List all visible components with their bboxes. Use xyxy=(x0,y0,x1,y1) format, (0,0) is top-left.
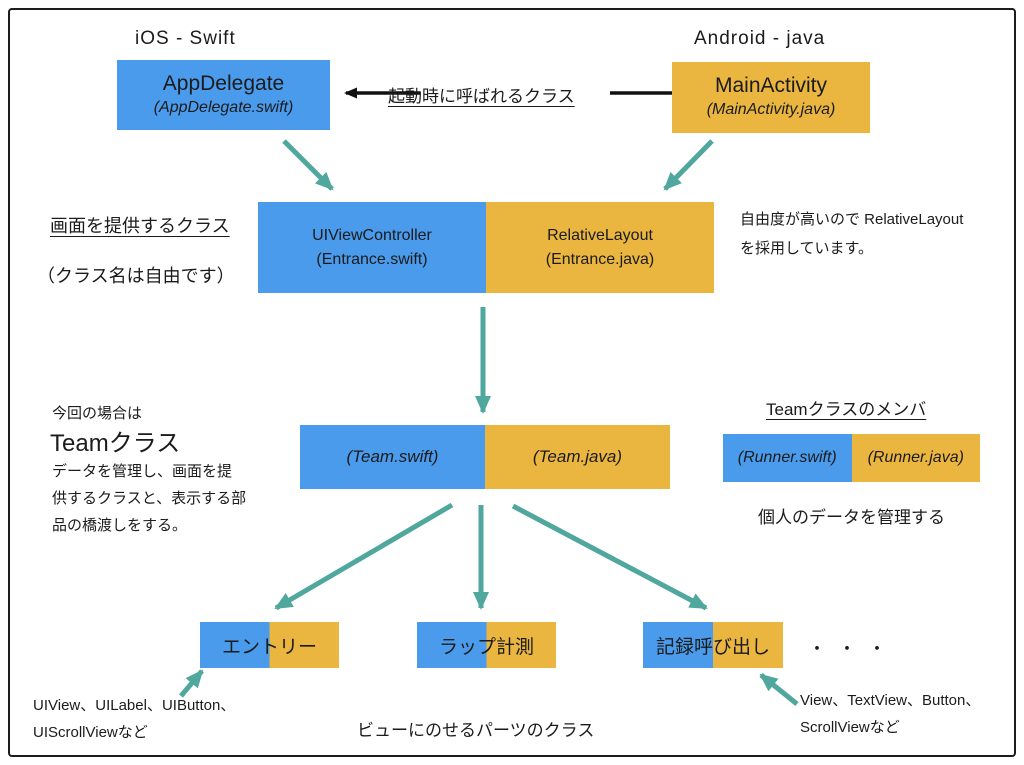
runner-box: (Runner.swift) (Runner.java) xyxy=(723,434,980,482)
relativelayout-file: (Entrance.java) xyxy=(545,250,655,268)
relativelayout-title: RelativeLayout xyxy=(547,226,653,244)
appdelegate-file: (AppDelegate.swift) xyxy=(153,98,294,116)
team-note-body-line2: 供するクラスと、表示する部 xyxy=(52,490,247,507)
team-java-file: (Team.java) xyxy=(532,447,623,466)
uiviewcontroller-half: UIViewController (Entrance.swift) xyxy=(258,202,486,293)
entry-box: エントリー xyxy=(200,622,339,668)
startup-note: 起動時に呼ばれるクラス xyxy=(388,87,575,106)
lap-label: ラップ計測 xyxy=(438,636,534,658)
record-label: 記録呼び出し xyxy=(655,636,770,658)
record-box: 記録呼び出し xyxy=(643,622,783,668)
runner-java-half: (Runner.java) xyxy=(851,434,980,482)
screen-class-note-line2: （クラス名は自由です） xyxy=(37,266,235,286)
entrance-box: UIViewController (Entrance.swift) Relati… xyxy=(258,202,714,293)
arrow-appdelegate-to-uiviewcontroller xyxy=(282,139,334,191)
team-box: (Team.swift) (Team.java) xyxy=(300,425,670,489)
arrow-team-to-record xyxy=(511,503,708,611)
screen-class-note-line1: 画面を提供するクラス xyxy=(50,216,230,236)
team-note-title: Teamクラス xyxy=(50,430,181,457)
more-parts-ellipsis: ・・・ xyxy=(808,639,898,659)
runner-caption: 個人のデータを管理する xyxy=(758,508,945,527)
arrow-team-to-entry xyxy=(274,502,454,611)
runner-swift-half: (Runner.swift) xyxy=(723,434,852,482)
ios-parts-examples-line1: UIView、UILabel、UIButton、 xyxy=(33,697,236,714)
team-swift-half: (Team.swift) xyxy=(300,425,485,489)
mainactivity-title: MainActivity xyxy=(714,74,828,98)
uiviewcontroller-title: UIViewController xyxy=(312,226,432,244)
mainactivity-file: (MainActivity.java) xyxy=(706,101,836,119)
arrow-android-examples-to-record xyxy=(759,673,799,706)
appdelegate-title: AppDelegate xyxy=(162,71,285,95)
team-note-body-line3: 品の橋渡しをする。 xyxy=(52,517,188,534)
relativelayout-half: RelativeLayout (Entrance.java) xyxy=(486,202,714,293)
team-note-intro: 今回の場合は xyxy=(52,405,143,422)
parts-caption: ビューにのせるパーツのクラス xyxy=(357,721,595,740)
ios-platform-label: iOS - Swift xyxy=(135,28,236,49)
runner-swift-file: (Runner.swift) xyxy=(737,449,837,466)
android-platform-label: Android - java xyxy=(694,28,826,49)
team-swift-file: (Team.swift) xyxy=(346,447,439,466)
android-parts-examples-line2: ScrollViewなど xyxy=(800,719,900,736)
uiviewcontroller-file: (Entrance.swift) xyxy=(316,250,428,268)
runner-java-file: (Runner.java) xyxy=(867,449,964,466)
runner-heading: Teamクラスのメンバ xyxy=(766,400,927,419)
lap-box: ラップ計測 xyxy=(417,622,556,668)
team-note-body-line1: データを管理し、画面を提 xyxy=(52,463,233,480)
mainactivity-box: MainActivity (MainActivity.java) xyxy=(672,62,870,133)
ios-parts-examples-line2: UIScrollViewなど xyxy=(33,724,148,741)
relativelayout-note-line1: 自由度が高いので RelativeLayout xyxy=(740,211,964,228)
arrow-ios-examples-to-entry xyxy=(179,669,204,698)
relativelayout-note-line2: を採用しています。 xyxy=(740,240,874,257)
arrow-mainactivity-to-relativelayout xyxy=(663,139,714,191)
entry-label: エントリー xyxy=(221,636,317,658)
android-parts-examples-line1: View、TextView、Button、 xyxy=(800,692,981,709)
team-java-half: (Team.java) xyxy=(485,425,670,489)
appdelegate-box: AppDelegate (AppDelegate.swift) xyxy=(117,60,330,130)
